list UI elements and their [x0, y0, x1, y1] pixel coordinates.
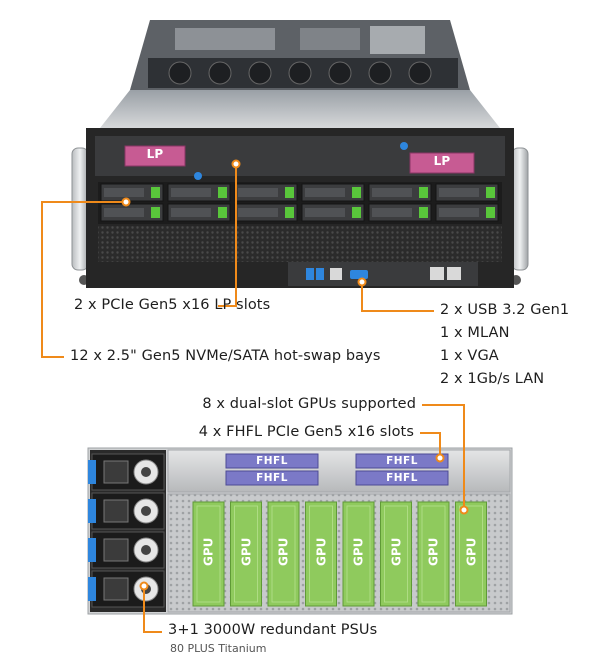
- gpu-cards: [192, 501, 487, 607]
- callout-psu: 3+1 3000W redundant PSUs: [168, 622, 378, 638]
- lp-slot-left: [124, 145, 186, 167]
- top-server-lid: [100, 90, 500, 128]
- drive-bays: [100, 183, 499, 222]
- fhfl-card-label: FHFL: [256, 472, 288, 484]
- gpu-card-fin: [459, 505, 483, 603]
- gpu-card: [380, 501, 412, 607]
- drive-bay: [100, 203, 164, 222]
- drive-bay: [435, 203, 499, 222]
- gpu-card-label: GPU: [276, 537, 291, 567]
- fhfl-slot-area: [167, 449, 511, 493]
- callout-line-psu: [143, 586, 162, 633]
- gpu-card-fin: [384, 505, 408, 603]
- right-rack-handle: [511, 147, 529, 271]
- fhfl-card: [225, 470, 319, 486]
- lp-slot-right: [409, 152, 475, 174]
- drive-bay: [234, 203, 298, 222]
- gpu-card-label: GPU: [201, 537, 216, 567]
- callout-line-gpus: [422, 404, 465, 510]
- lp-tag-right: LP: [433, 154, 451, 168]
- callout-dots: [121, 159, 469, 591]
- drive-bay: [435, 183, 499, 202]
- callout-lines: [41, 166, 465, 633]
- drive-bay: [234, 183, 298, 202]
- gpu-card-label: GPU: [351, 537, 366, 567]
- gpu-card-fin: [234, 505, 258, 603]
- callout-line-fhfl: [420, 432, 441, 458]
- left-rack-handle: [71, 147, 89, 271]
- fhfl-card: [355, 470, 449, 486]
- fhfl-card: [355, 453, 449, 469]
- callout-io-mlan: 1 x MLAN: [440, 325, 510, 341]
- gpu-card-fin: [196, 505, 221, 603]
- callout-line-bays: [41, 201, 126, 358]
- gpu-card-label: GPU: [314, 537, 328, 567]
- bottom-server: [87, 447, 513, 615]
- vga-port: [350, 270, 368, 279]
- mlan-port: [330, 268, 342, 280]
- gpu-card: [267, 501, 300, 607]
- drive-bay: [368, 203, 432, 222]
- fhfl-card-label: FHFL: [386, 472, 418, 484]
- top-server: [71, 20, 529, 288]
- psu-unit: [88, 492, 165, 530]
- callout-line-pcie-lp: [218, 166, 237, 307]
- psu-unit: [88, 531, 165, 569]
- gpu-card-label: GPU: [464, 537, 478, 567]
- gpu-bay: [167, 493, 511, 613]
- callout-psu-sub: 80 PLUS Titanium: [170, 642, 267, 655]
- callout-io-vga: 1 x VGA: [440, 348, 499, 364]
- gpu-card-label: GPU: [426, 537, 441, 567]
- drive-bay: [167, 183, 231, 202]
- usb-port-1: [306, 268, 314, 280]
- fhfl-card: [225, 453, 319, 469]
- drive-bay: [301, 203, 365, 222]
- gpu-card: [305, 501, 337, 607]
- callout-io-lan: 2 x 1Gb/s LAN: [440, 371, 545, 387]
- gpu-card-fin: [421, 505, 446, 603]
- gpu-card-fin: [309, 505, 333, 603]
- gpu-card: [342, 501, 375, 607]
- callout-gpus: 8 x dual-slot GPUs supported: [202, 396, 416, 412]
- gpu-card: [192, 501, 225, 607]
- gpu-card: [230, 501, 262, 607]
- top-server-fan-row: [148, 58, 458, 88]
- callout-io-usb: 2 x USB 3.2 Gen1: [440, 302, 570, 318]
- gpu-card-fin: [346, 505, 371, 603]
- callout-fhfl: 4 x FHFL PCIe Gen5 x16 slots: [198, 424, 414, 440]
- lp-tag-left: LP: [146, 147, 164, 161]
- psu-unit: [88, 453, 165, 491]
- gpu-card: [455, 501, 487, 607]
- usb-port-2: [316, 268, 324, 280]
- drive-bay: [167, 203, 231, 222]
- fhfl-card-label: FHFL: [256, 455, 288, 467]
- gpu-card-fin: [271, 505, 296, 603]
- drive-bay-cage: [98, 182, 502, 224]
- fhfl-cards: [225, 453, 449, 486]
- fhfl-card-label: FHFL: [386, 455, 418, 467]
- front-vent-mesh: [98, 226, 502, 262]
- lan-port-1: [430, 267, 444, 280]
- drive-bay: [301, 183, 365, 202]
- drive-bay: [368, 183, 432, 202]
- gpu-card-label: GPU: [389, 537, 403, 567]
- callout-line-io: [361, 282, 434, 312]
- drive-bay: [100, 183, 164, 202]
- callout-drive-bays: 12 x 2.5" Gen5 NVMe/SATA hot-swap bays: [70, 348, 381, 364]
- callout-pcie-lp: 2 x PCIe Gen5 x16 LP slots: [74, 297, 271, 313]
- gpu-card: [417, 501, 450, 607]
- lan-port-2: [447, 267, 461, 280]
- psu-unit: [88, 570, 165, 608]
- gpu-card-label: GPU: [239, 537, 253, 567]
